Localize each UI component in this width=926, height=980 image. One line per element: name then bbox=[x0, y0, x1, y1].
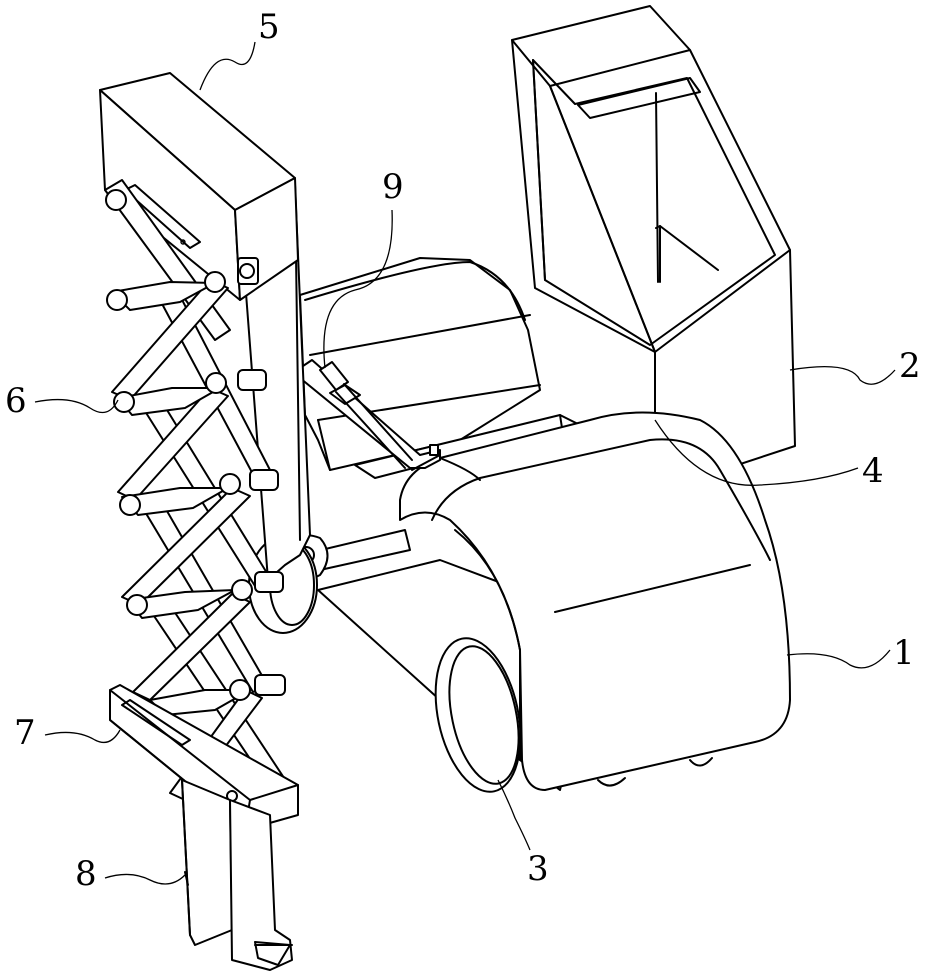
label-4: 4 bbox=[862, 451, 884, 491]
label-1: 1 bbox=[893, 633, 915, 673]
label-3: 3 bbox=[527, 849, 549, 889]
label-7: 7 bbox=[14, 713, 36, 753]
label-9: 9 bbox=[382, 167, 404, 207]
label-2: 2 bbox=[899, 346, 921, 386]
label-5: 5 bbox=[258, 7, 280, 47]
label-6: 6 bbox=[5, 381, 27, 421]
leader-8 bbox=[105, 874, 185, 884]
leader-2 bbox=[790, 367, 895, 385]
leader-3 bbox=[498, 780, 530, 850]
label-8: 8 bbox=[75, 854, 97, 894]
leader-7 bbox=[45, 730, 120, 742]
leader-6 bbox=[35, 400, 118, 413]
leader-1 bbox=[787, 650, 890, 668]
leader-5 bbox=[200, 42, 255, 90]
